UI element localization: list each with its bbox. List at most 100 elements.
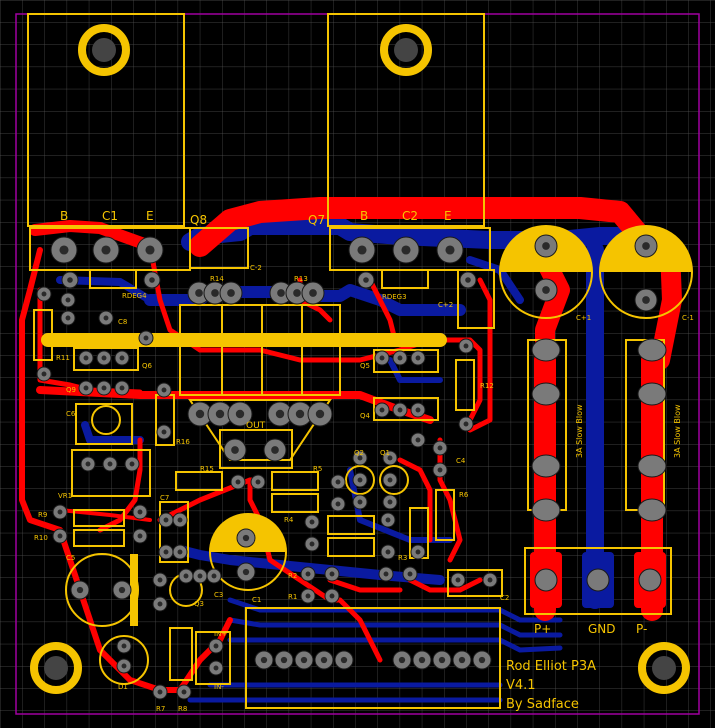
label-q8: Q8 [190, 213, 207, 227]
drill-hole [213, 643, 219, 649]
label-q5: Q5 [360, 362, 370, 370]
drill-hole [397, 355, 403, 361]
drill-hole [542, 286, 550, 294]
drill-hole [157, 577, 163, 583]
drill-hole [177, 549, 183, 555]
drill-hole [242, 568, 250, 576]
fuse-pad [531, 454, 561, 478]
solder-pad [638, 568, 662, 592]
drill-hole [41, 291, 47, 297]
drill-hole [103, 315, 109, 321]
drill-hole [295, 409, 305, 419]
drill-hole [41, 371, 47, 377]
label-rdeg4: RDEG4 [122, 292, 147, 300]
drill-hole [379, 407, 385, 413]
drill-hole [157, 689, 163, 695]
drill-hole [363, 277, 369, 283]
label-r2: R2 [288, 572, 297, 580]
solder-pad [586, 568, 610, 592]
drill-hole [57, 533, 63, 539]
label-b1: B [60, 209, 68, 223]
label-q9: Q9 [66, 386, 76, 394]
drill-hole [101, 355, 107, 361]
drill-hole [458, 656, 466, 664]
drill-hole [129, 461, 135, 467]
fuse-pad [637, 382, 667, 406]
drill-hole [280, 656, 288, 664]
drill-hole [357, 477, 363, 483]
drill-hole [271, 446, 279, 454]
board-title: Rod Elliot P3A [506, 659, 596, 674]
drill-hole [438, 656, 446, 664]
fuse-pad [637, 338, 667, 362]
label-r6: R6 [459, 491, 469, 499]
drill-hole [415, 355, 421, 361]
fuse-pad [531, 498, 561, 522]
label-c4: C4 [456, 457, 466, 465]
drill-hole [255, 479, 261, 485]
label-r10: R10 [34, 534, 48, 542]
label-c2: C2 [500, 594, 509, 602]
label-fuse2: 3A Slow Blow [673, 404, 682, 458]
label-r8: R8 [178, 705, 187, 713]
drill-hole [387, 477, 393, 483]
drill-hole [542, 242, 550, 250]
drill-hole [465, 277, 471, 283]
drill-hole [415, 437, 421, 443]
fuse-pad [637, 454, 667, 478]
label-c-plus2: C+2 [438, 301, 453, 309]
drill-hole [315, 409, 325, 419]
drill-hole [415, 407, 421, 413]
drill-hole [65, 315, 71, 321]
drill-hole [387, 499, 393, 505]
label-c-plus1: C+1 [576, 314, 591, 322]
drill-hole [463, 421, 469, 427]
drill-hole [195, 409, 205, 419]
label-q6: Q6 [142, 362, 153, 370]
drill-hole [437, 445, 443, 451]
pads [36, 234, 667, 700]
silkscreen-labels: Q8 Q7 B C1 E B C2 E C-2 C+2 RDEG4 RDEG3 … [34, 209, 694, 713]
drill-hole [329, 593, 335, 599]
drill-hole [227, 289, 235, 297]
label-vr1: VR1 [58, 492, 72, 500]
drill-hole [107, 461, 113, 467]
drill-hole [357, 455, 363, 461]
drill-hole [300, 656, 308, 664]
label-q4: Q4 [360, 412, 371, 420]
label-c7: C7 [160, 494, 169, 502]
label-c5: C5 [66, 554, 75, 562]
label-r3: R3 [398, 554, 407, 562]
drill-hole [121, 663, 127, 669]
label-in-minus: IN- [214, 683, 224, 691]
drill-hole [478, 656, 486, 664]
drill-hole [242, 534, 250, 542]
label-c1: C1 [252, 596, 261, 604]
drill-hole [335, 479, 341, 485]
drill-hole [487, 577, 493, 583]
label-r15: R15 [200, 465, 214, 473]
label-gnd: GND [588, 622, 616, 636]
label-c1-pin: C1 [102, 209, 118, 223]
label-q3: Q3 [194, 600, 204, 608]
drill-hole [385, 517, 391, 523]
drill-hole [83, 355, 89, 361]
label-r13: R13 [294, 275, 308, 283]
drill-hole [309, 519, 315, 525]
drill-hole [143, 335, 149, 341]
label-p-minus: P- [636, 622, 647, 636]
drill-hole [397, 407, 403, 413]
drill-hole [275, 409, 285, 419]
label-c8: C8 [118, 318, 127, 326]
label-e1: E [146, 209, 154, 223]
label-r9: R9 [38, 511, 47, 519]
solder-pad [534, 568, 558, 592]
label-r11: R11 [56, 354, 70, 362]
drill-hole [65, 297, 71, 303]
drill-hole [183, 573, 189, 579]
drill-hole [211, 573, 217, 579]
drill-hole [357, 245, 367, 255]
drill-hole [213, 665, 219, 671]
drill-hole [398, 656, 406, 664]
